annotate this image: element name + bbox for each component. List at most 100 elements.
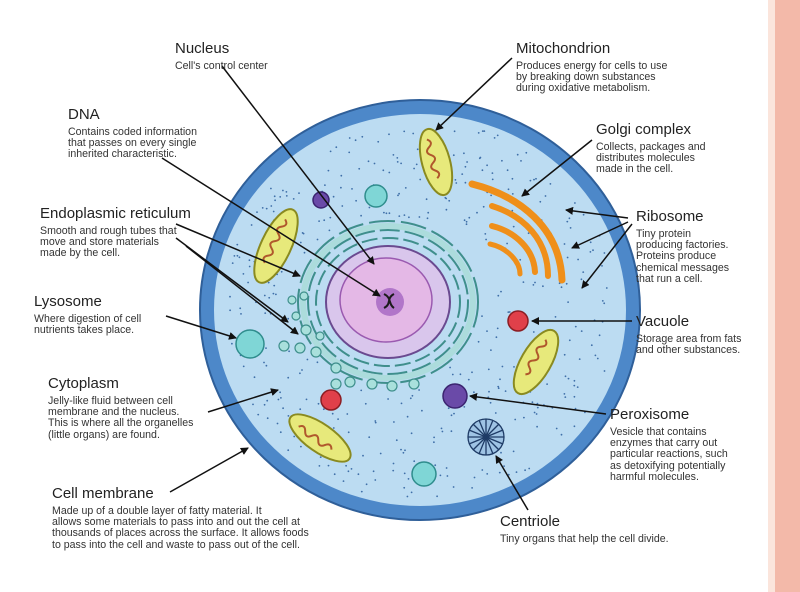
ribosome-dot	[433, 441, 435, 444]
ribosome-dot	[388, 171, 391, 174]
ribosome-dot	[382, 169, 385, 172]
ribosome-dot	[439, 474, 442, 477]
ribosome-dot	[589, 241, 592, 244]
ribosome-dot	[274, 199, 276, 202]
ribosome-dot	[513, 366, 515, 368]
centriole-desc: Tiny organs that help the cell divide.	[500, 533, 669, 545]
ribosome-dot	[524, 469, 526, 472]
lysosome-desc: Where digestion of cell nutrients takes …	[34, 313, 142, 337]
ribosome-dot	[507, 188, 510, 191]
ribosome-dot	[324, 184, 326, 187]
ribosome-dot	[500, 451, 502, 454]
ribosome-dot	[564, 396, 567, 398]
ribosome-dot	[388, 133, 390, 136]
ribosome-dot	[601, 265, 603, 267]
ribosome-dot	[496, 134, 499, 137]
ribosome-dot	[495, 336, 498, 339]
ribosome-dot	[491, 178, 494, 181]
ribosome-dot	[465, 220, 468, 223]
ribosome-dot	[374, 421, 377, 424]
ribosome-dot	[282, 189, 284, 192]
ribosome-dot	[463, 219, 466, 222]
ribosome-dot	[240, 313, 242, 315]
ribosome-dot	[275, 293, 277, 296]
ribosome-dot	[400, 402, 403, 405]
ribosome-dot	[229, 309, 232, 312]
ribosome-dot	[436, 495, 438, 498]
er-desc: Smooth and rough tubes that move and sto…	[40, 225, 177, 260]
ribosome-dot	[589, 251, 592, 253]
ribosome-dot	[493, 137, 496, 139]
ribosome-dot	[542, 285, 544, 288]
ribosome-dot	[329, 216, 332, 219]
ribosome-dot	[395, 439, 398, 442]
ribosome-dot	[287, 317, 290, 320]
ribosome-dot	[364, 402, 367, 405]
membrane-desc: Made up of a double layer of fatty mater…	[52, 505, 309, 551]
ribosome-dot	[512, 225, 515, 228]
ribosome-dot	[263, 361, 265, 364]
golgi-desc: Collects, packages and distributes molec…	[596, 141, 706, 176]
ribosome-dot	[340, 186, 342, 189]
label-lysosome: Lysosome Where digestion of cell nutrien…	[34, 293, 141, 336]
ribosome-dot	[333, 473, 336, 476]
ribosome-dot	[450, 430, 453, 433]
ribosome-dot	[536, 402, 539, 405]
label-vacuole: Vacuole Storage area from fats and other…	[636, 313, 741, 356]
ribosome-dot	[396, 161, 399, 163]
ribosome-dot	[233, 255, 236, 257]
ribosome-dot	[276, 422, 279, 425]
ribosome-dot	[393, 421, 395, 423]
ribosome-dot	[546, 383, 548, 385]
peroxisomes	[312, 191, 468, 409]
ribosome-dot	[497, 294, 500, 297]
page-edge	[775, 0, 800, 592]
ribosome-dot	[482, 205, 485, 208]
ribosome-dot	[288, 350, 290, 353]
ribosome-dot	[316, 238, 319, 241]
ribosome-dot	[459, 373, 462, 376]
ribosome-dot	[512, 450, 515, 453]
ribosome-dot	[563, 393, 566, 395]
ribosome-dot	[383, 211, 385, 214]
ribosome-dot	[413, 460, 416, 463]
ribosome-dot	[569, 227, 572, 229]
ribosome-dot	[574, 325, 577, 328]
ribosome-dot	[479, 156, 482, 159]
ribosome-dot	[533, 178, 535, 181]
ribosome-dot	[367, 160, 370, 163]
ribosome-dot	[279, 196, 282, 198]
er-band	[300, 223, 476, 381]
ribosome-dot	[293, 435, 296, 438]
ribosome-dot	[501, 365, 504, 368]
ribosome-dot	[261, 207, 264, 209]
ribosome-dot	[473, 476, 476, 479]
ribosome-dot	[346, 413, 349, 415]
cytoplasm-title: Cytoplasm	[48, 375, 119, 392]
mitochondrion-title: Mitochondrion	[516, 40, 611, 57]
ribosome-dot	[573, 384, 576, 387]
label-golgi-complex: Golgi complex Collects, packages and dis…	[596, 121, 706, 176]
ribosome-dot	[340, 174, 343, 177]
ribosome-dot	[406, 495, 409, 498]
ribosome-dot	[400, 448, 402, 451]
ribosome-dot	[481, 315, 483, 317]
ribosome-dot	[464, 165, 467, 168]
ribosome-dot	[400, 162, 402, 165]
ribosome-dot	[236, 254, 239, 257]
ribosome-dot	[451, 373, 454, 376]
ribosome-dot	[573, 379, 576, 382]
ribosome-desc: Tiny protein producing factories. Protei…	[636, 228, 730, 285]
ribosome-dot	[351, 188, 353, 190]
ribosome-dot	[452, 154, 455, 157]
ribosome-dot	[481, 469, 484, 471]
cytoplasm-desc: Jelly-like fluid between cell membrane a…	[48, 395, 194, 441]
ribosome-dot	[347, 470, 350, 473]
ribosome-dot	[477, 340, 480, 343]
ribosome-dot	[554, 316, 557, 318]
ribosome-dot	[388, 212, 391, 215]
ribosome-dot	[236, 243, 239, 246]
ribosome-dot	[301, 232, 304, 234]
ribosome-dot	[568, 339, 571, 342]
ribosome-dot	[377, 140, 380, 143]
